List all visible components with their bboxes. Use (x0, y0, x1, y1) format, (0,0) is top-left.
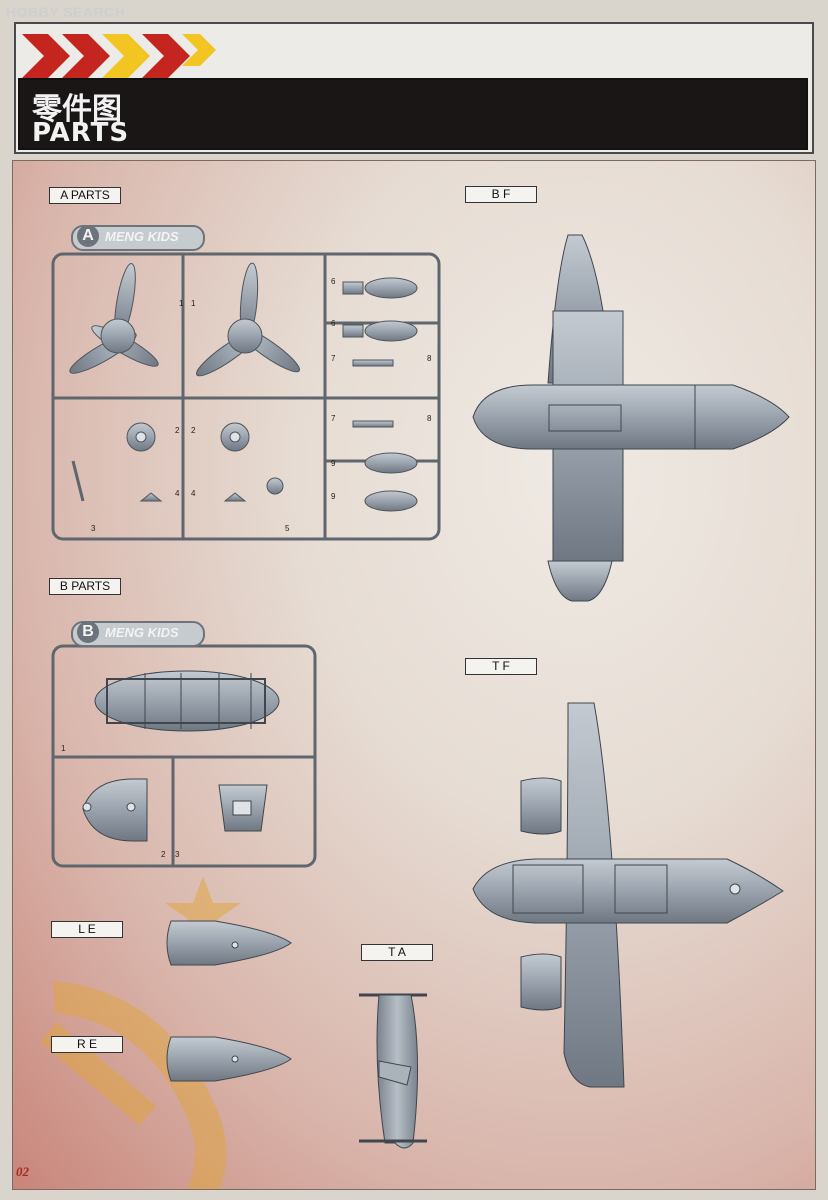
sprue-a-letter: A (77, 225, 99, 247)
svg-text:8: 8 (427, 354, 432, 363)
svg-text:1: 1 (61, 744, 66, 753)
wheel-parts (71, 422, 284, 502)
watermark: HOBBY SEARCH (6, 4, 126, 20)
tf-plane-part (472, 702, 784, 1088)
svg-text:2: 2 (161, 850, 166, 859)
svg-text:1: 1 (179, 299, 184, 308)
svg-text:4: 4 (175, 489, 180, 498)
svg-text:6: 6 (331, 319, 336, 328)
svg-text:3: 3 (91, 524, 96, 533)
turret-part (218, 784, 268, 832)
label-a-parts: A PARTS (49, 187, 121, 204)
label-le: L E (51, 921, 123, 938)
label-tf: T F (465, 658, 537, 675)
svg-text:7: 7 (331, 354, 336, 363)
svg-text:7: 7 (331, 414, 336, 423)
right-engine-part (166, 1036, 292, 1082)
svg-text:1: 1 (191, 299, 196, 308)
sprue-a (51, 252, 441, 541)
svg-text:9: 9 (331, 459, 336, 468)
label-ta: T A (361, 944, 433, 961)
svg-text:2: 2 (191, 426, 196, 435)
tail-part (359, 993, 427, 1149)
svg-text:6: 6 (331, 277, 336, 286)
svg-text:3: 3 (175, 850, 180, 859)
svg-text:9: 9 (331, 492, 336, 501)
bf-plane-part (472, 234, 790, 602)
svg-text:4: 4 (191, 489, 196, 498)
nose-cone-part (82, 778, 148, 842)
svg-text:5: 5 (285, 524, 290, 533)
page-title-cn: 零件图 (32, 92, 122, 127)
sprue-b-letter: B (77, 621, 99, 643)
fuselage-half-part (94, 670, 280, 732)
bomb-parts (342, 277, 418, 512)
title-bar: 零件图 PARTS (18, 78, 808, 150)
propeller-parts (69, 262, 300, 377)
sprue-a-badge: A MENG KIDS (71, 225, 205, 251)
label-bf: B F (465, 186, 537, 203)
label-re: R E (51, 1036, 123, 1053)
sprue-a-brand: MENG KIDS (105, 229, 179, 244)
sprue-b-badge: B MENG KIDS (71, 621, 205, 647)
left-engine-part (166, 920, 292, 966)
sprue-b-brand: MENG KIDS (105, 625, 179, 640)
svg-text:8: 8 (427, 414, 432, 423)
label-b-parts: B PARTS (49, 578, 121, 595)
page-title-en: PARTS (32, 118, 130, 148)
svg-text:2: 2 (175, 426, 180, 435)
page-number: 02 (16, 1164, 29, 1179)
